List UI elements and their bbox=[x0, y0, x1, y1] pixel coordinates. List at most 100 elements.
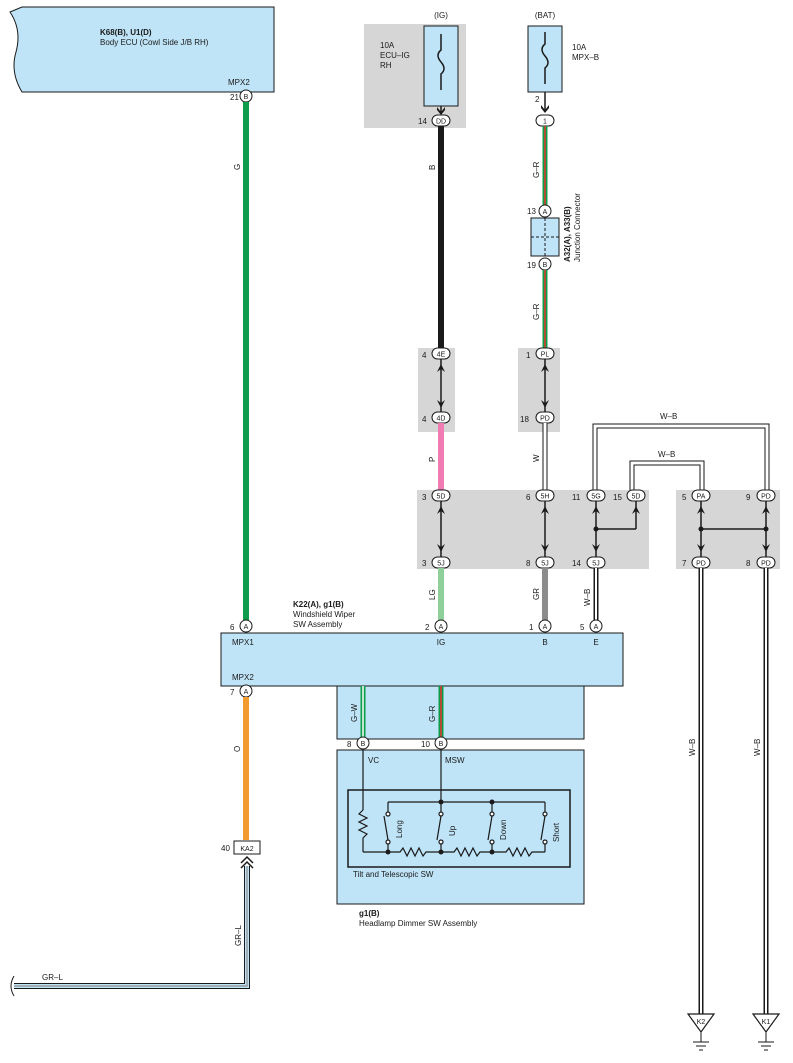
jb-right: 5 PA 9 PD 7 PD 8 PD bbox=[676, 489, 780, 569]
wire-label-wb-k2: W–B bbox=[688, 739, 697, 756]
jb-pd-r: PD bbox=[761, 494, 771, 501]
jb-4d-num: 4 bbox=[422, 415, 427, 424]
jb-pd: PD bbox=[540, 416, 550, 423]
wire-label-p: P bbox=[428, 457, 437, 462]
fuse-bat-amp: 10A bbox=[572, 43, 587, 52]
jb-5j-b-num: 8 bbox=[526, 559, 531, 568]
wire-label-o: O bbox=[233, 746, 242, 752]
ground-k2: K2 bbox=[686, 1013, 716, 1051]
junction-top-conn: A bbox=[543, 209, 548, 216]
wiper-b-conn: A bbox=[543, 624, 548, 631]
jb-pa-num: 5 bbox=[682, 493, 687, 502]
wiper-ig: IG bbox=[437, 638, 445, 647]
ka2-connector: 40 KA2 bbox=[221, 840, 261, 869]
jb-pl: PL bbox=[541, 352, 550, 359]
jb-5j-a: 5J bbox=[437, 561, 444, 568]
wire-label-lg: LG bbox=[428, 589, 437, 600]
fuse-ig-name2: RH bbox=[380, 61, 392, 70]
dimmer-msw-num: 10 bbox=[421, 740, 430, 749]
wire-gr-l bbox=[10, 866, 250, 997]
tilt-telescopic-label: Tilt and Telescopic SW bbox=[353, 870, 434, 879]
wire-label-gr-1: G–R bbox=[532, 161, 541, 178]
body-ecu-conn: B bbox=[244, 94, 249, 101]
dimmer-subtitle: Headlamp Dimmer SW Assembly bbox=[359, 919, 477, 928]
body-ecu-subtitle: Body ECU (Cowl Side J/B RH) bbox=[100, 38, 209, 47]
body-ecu-pin-num: 21 bbox=[230, 93, 239, 102]
fuse-bat-pin-num: 2 bbox=[535, 95, 540, 104]
wire-label-wb-k1: W–B bbox=[753, 739, 762, 756]
wire-label-grl-v: GR–L bbox=[234, 925, 243, 946]
wire-label-g: G bbox=[233, 164, 242, 170]
junction-top-pin: 13 bbox=[527, 207, 536, 216]
jb-4e-num: 4 bbox=[422, 351, 427, 360]
jb-upper-right: 1 PL 18 PD bbox=[518, 347, 560, 432]
dimmer-vc-conn: B bbox=[361, 741, 366, 748]
wiper-mpx1: MPX1 bbox=[232, 638, 254, 647]
wire-label-gr-2: G–R bbox=[532, 303, 541, 320]
wire-label-gr: GR bbox=[532, 588, 541, 600]
wire-label-grl-h: GR–L bbox=[42, 973, 63, 982]
jb-5d: 5D bbox=[437, 494, 446, 501]
ground-k1-label: K1 bbox=[762, 1019, 771, 1026]
wire-label-b: B bbox=[428, 165, 437, 170]
jb-5j-b: 5J bbox=[541, 561, 548, 568]
body-ecu-module: K68(B), U1(D) Body ECU (Cowl Side J/B RH… bbox=[9, 6, 275, 103]
ka2-label: KA2 bbox=[240, 846, 253, 853]
switch-down: Down bbox=[499, 820, 508, 840]
dimmer-vc: VC bbox=[368, 756, 379, 765]
dimmer-vc-num: 8 bbox=[347, 740, 352, 749]
jb-pl-num: 1 bbox=[526, 351, 531, 360]
wire-label-wb-top1: W–B bbox=[660, 412, 677, 421]
jb-pd-r-num: 9 bbox=[746, 493, 751, 502]
junction-subtitle: Junction Connector bbox=[573, 193, 582, 262]
fuse-ig-pin-num: 14 bbox=[418, 117, 427, 126]
jb-5h-num: 6 bbox=[526, 493, 531, 502]
jb-pd-d-num: 8 bbox=[746, 559, 751, 568]
wire-label-wb-top2: W–B bbox=[658, 450, 675, 459]
jb-pd-c-num: 7 bbox=[682, 559, 687, 568]
wiper-b: B bbox=[542, 638, 547, 647]
wiper-sw-assembly: K22(A), g1(B) Windshield Wiper SW Assemb… bbox=[220, 600, 624, 698]
wiper-ig-num: 2 bbox=[425, 623, 430, 632]
switch-long: Long bbox=[395, 820, 404, 838]
body-ecu-title: K68(B), U1(D) bbox=[100, 28, 152, 37]
wiper-e: E bbox=[593, 638, 598, 647]
jb-upper-left: 4 4E 4 4D bbox=[418, 347, 455, 432]
wire-label-gr-msw: G–R bbox=[428, 705, 437, 722]
junction-bot-conn: B bbox=[543, 262, 548, 269]
body-ecu-pin-name: MPX2 bbox=[228, 78, 250, 87]
wire-wb-grounds bbox=[698, 568, 769, 1014]
wire-label-gw: G–W bbox=[350, 703, 359, 722]
wire-label-wb-e: W–B bbox=[583, 589, 592, 606]
ground-k1: K1 bbox=[751, 1013, 781, 1051]
ground-k2-label: K2 bbox=[697, 1019, 706, 1026]
junction-bot-pin: 19 bbox=[527, 261, 536, 270]
wiper-mpx1-conn: A bbox=[244, 624, 249, 631]
switch-up: Up bbox=[448, 825, 457, 836]
fuse-bat-name: MPX–B bbox=[572, 53, 599, 62]
dimmer-msw-conn: B bbox=[439, 741, 444, 748]
jb-4e: 4E bbox=[437, 352, 446, 359]
fuse-bat-header: (BAT) bbox=[535, 11, 556, 20]
jb-pa: PA bbox=[697, 494, 706, 501]
ka2-num: 40 bbox=[221, 844, 230, 853]
junction-connector: 13 A 19 B A32(A), A33(B) Junction Connec… bbox=[527, 193, 582, 271]
wiper-e-num: 5 bbox=[580, 623, 585, 632]
wiper-mpx2: MPX2 bbox=[232, 673, 254, 682]
wiper-sw-line1: Windshield Wiper bbox=[293, 610, 356, 619]
jb-5g: 5G bbox=[591, 494, 600, 501]
dimmer-sw-assembly: G–W G–R 8 B 10 B VC MSW bbox=[336, 685, 585, 928]
wiper-sw-line2: SW Assembly bbox=[293, 620, 342, 629]
wire-wb-top bbox=[592, 423, 770, 490]
dimmer-msw: MSW bbox=[445, 756, 465, 765]
switch-short: Short bbox=[552, 822, 561, 842]
jb-5g-num: 11 bbox=[572, 493, 581, 502]
fuse-ig-conn: DD bbox=[436, 119, 446, 126]
wiper-sw-title: K22(A), g1(B) bbox=[293, 600, 344, 609]
wiper-mpx2-num: 7 bbox=[230, 688, 235, 697]
jb-pd-num: 18 bbox=[520, 415, 529, 424]
fuse-ig-block: (IG) 10A ECU–IG RH 14 DD bbox=[364, 11, 466, 128]
wiper-ig-conn: A bbox=[439, 624, 444, 631]
jb-5d-r: 5D bbox=[632, 494, 641, 501]
